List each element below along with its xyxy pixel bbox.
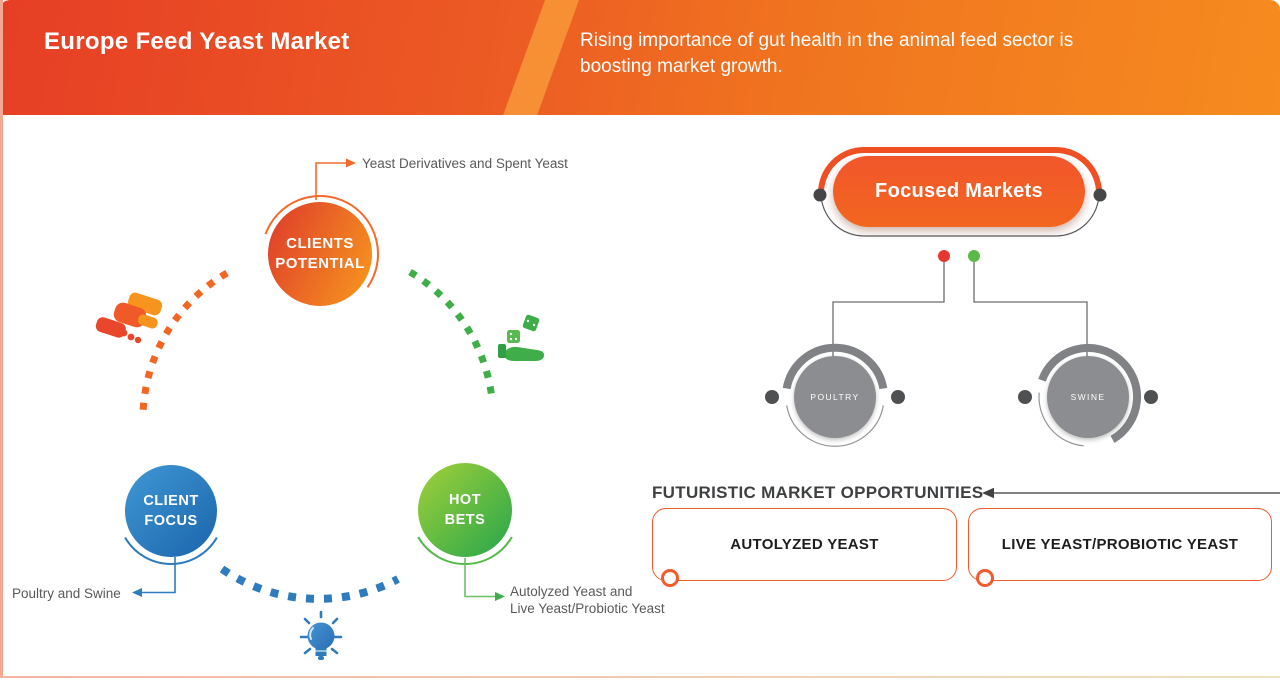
annotation-hot-bets-line2: Live Yeast/Probiotic Yeast	[510, 601, 665, 616]
handshake-icon	[95, 292, 163, 344]
node-label-line: FOCUS	[144, 513, 198, 529]
blue-dotted-arc	[219, 565, 400, 603]
ring-end-dot-right	[1093, 188, 1107, 202]
lightbulb-icon	[299, 610, 343, 660]
opportunity-label: LIVE YEAST/PROBIOTIC YEAST	[1001, 536, 1239, 553]
badge-label: SWINE	[1070, 392, 1106, 402]
market-badge-swine: SWINE	[1047, 356, 1129, 438]
green-branch-dot	[968, 250, 980, 262]
clients-potential-callout-line	[315, 158, 356, 200]
annotation-clients-potential: Yeast Derivatives and Spent Yeast	[362, 156, 568, 171]
green-dotted-arc	[408, 268, 496, 400]
focused-markets-ring-top	[818, 147, 1102, 194]
node-label-line: HOT	[448, 492, 482, 508]
focused-markets-title: Focused Markets	[875, 180, 1043, 202]
cycle-node-client-focus: CLIENT FOCUS	[125, 465, 217, 557]
node-label-line: CLIENTS	[286, 235, 354, 252]
page-title: Europe Feed Yeast Market	[44, 28, 350, 55]
node-label-line: CLIENT	[143, 493, 199, 509]
red-branch-dot	[938, 250, 950, 262]
badge-label: POULTRY	[810, 392, 860, 402]
poultry-badge-arcs	[765, 343, 905, 447]
node-label-line: POTENTIAL	[275, 255, 365, 272]
frame-left-border	[0, 0, 3, 676]
banner-subtitle-line2: boosting market growth.	[580, 56, 783, 77]
focused-markets-ring-bottom	[820, 192, 1100, 237]
node-label-line: BETS	[444, 512, 486, 528]
opportunities-heading: FUTURISTIC MARKET OPPORTUNITIES	[652, 483, 984, 502]
opportunity-box-live-yeast: LIVE YEAST/PROBIOTIC YEAST	[968, 508, 1272, 581]
opportunity-label: AUTOLYZED YEAST	[730, 536, 879, 553]
banner-subtitle-line1: Rising importance of gut health in the a…	[580, 30, 1074, 51]
clients-potential-ring-arc	[264, 195, 379, 288]
swine-badge-arcs	[1018, 344, 1158, 447]
box-corner-ring-icon	[976, 569, 994, 587]
cycle-node-clients-potential: CLIENTS POTENTIAL	[268, 202, 372, 306]
client-focus-ring-arc	[124, 536, 218, 565]
dice-in-hand-icon	[498, 314, 545, 361]
frame-bottom-border	[0, 675, 1280, 678]
branch-line-swine	[973, 262, 1088, 357]
hot-bets-callout-line	[464, 558, 505, 601]
focused-markets-pill: Focused Markets	[833, 156, 1085, 227]
client-focus-callout-line	[132, 557, 176, 597]
opportunities-arrow	[982, 487, 1280, 499]
annotation-hot-bets: Autolyzed Yeast and Live Yeast/Probiotic…	[510, 583, 665, 617]
annotation-hot-bets-line1: Autolyzed Yeast and	[510, 584, 633, 599]
cycle-node-hot-bets: HOT BETS	[418, 463, 512, 557]
box-corner-ring-icon	[661, 569, 679, 587]
ring-end-dot-left	[813, 188, 827, 202]
banner-subtitle: Rising importance of gut health in the a…	[580, 28, 1073, 80]
banner: Europe Feed Yeast Market Rising importan…	[0, 0, 1280, 115]
annotation-client-focus: Poultry and Swine	[12, 586, 121, 601]
orange-dotted-arc	[139, 269, 229, 414]
branch-line-poultry	[832, 262, 945, 357]
market-badge-poultry: POULTRY	[794, 356, 876, 438]
opportunity-box-autolyzed-yeast: AUTOLYZED YEAST	[652, 508, 957, 581]
